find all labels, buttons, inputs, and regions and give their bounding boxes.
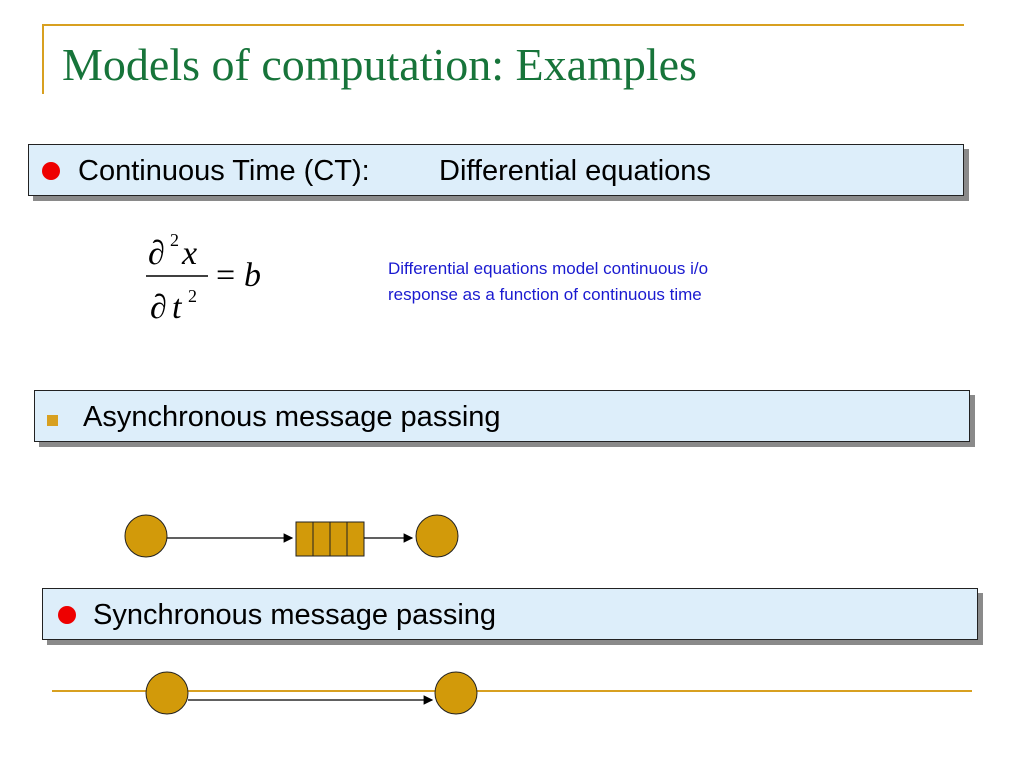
slide-title: Models of computation: Examples: [62, 39, 697, 90]
frame-line-top: [42, 24, 964, 26]
eq-rhs: b: [244, 257, 261, 294]
eq-denominator-exponent: 2: [188, 286, 197, 306]
eq-denominator-var: t: [172, 289, 183, 326]
async-heading-label: Asynchronous message passing: [83, 401, 501, 433]
eq-denominator-partial: ∂: [150, 289, 167, 326]
eq-numerator-partial: ∂: [148, 235, 165, 272]
async-sender-node: [124, 514, 168, 558]
ct-note: Differential equations model continuous …: [388, 256, 848, 308]
ct-heading-label: Continuous Time (CT):: [78, 155, 370, 187]
ct-heading-detail: Differential equations: [439, 155, 711, 187]
red-bullet-icon: [42, 162, 60, 180]
differential-equation: ∂ 2 x ∂ t 2 = b: [146, 230, 261, 326]
ct-note-line-2: response as a function of continuous tim…: [388, 285, 702, 304]
eq-numerator-exponent: 2: [170, 230, 179, 250]
frame-line-left: [42, 24, 44, 94]
message-queue: [295, 521, 365, 557]
sync-heading-box: Synchronous message passing: [42, 588, 978, 640]
sync-sender-node: [145, 671, 189, 715]
eq-equals: =: [216, 257, 235, 294]
square-bullet-icon: [47, 415, 58, 426]
async-receiver-node: [415, 514, 459, 558]
ct-heading-box: Continuous Time (CT): Differential equat…: [28, 144, 964, 196]
red-bullet-icon: [58, 606, 76, 624]
async-heading-box: Asynchronous message passing: [34, 390, 970, 442]
async-diagram: [124, 514, 459, 558]
sync-heading-label: Synchronous message passing: [93, 599, 497, 631]
sync-diagram: [52, 671, 972, 715]
sync-receiver-node: [434, 671, 478, 715]
ct-note-line-1: Differential equations model continuous …: [388, 259, 709, 278]
eq-numerator-var: x: [181, 235, 197, 272]
